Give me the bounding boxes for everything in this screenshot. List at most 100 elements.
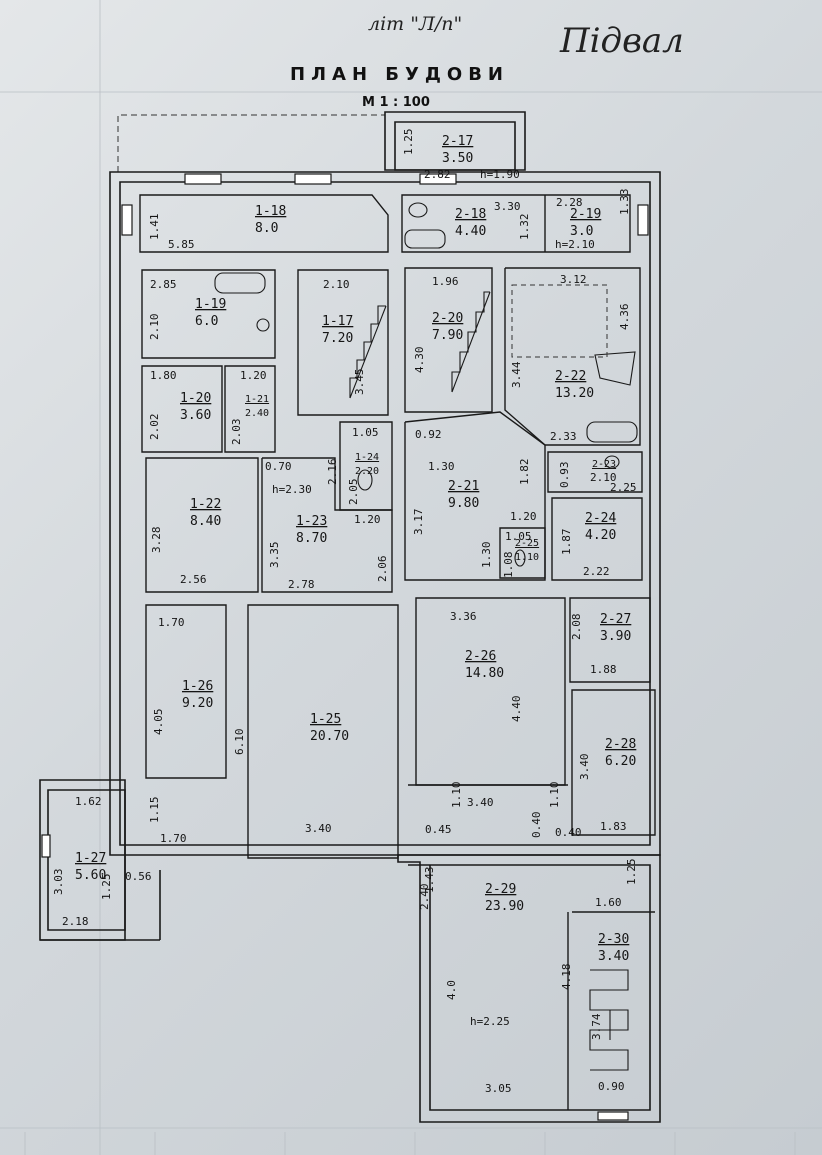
dimension-label: 1.32 xyxy=(518,214,531,241)
room-id: 2-28 xyxy=(605,737,636,752)
dimension-label: 3.45 xyxy=(353,369,366,396)
dashed-area-2-22 xyxy=(511,284,608,358)
dimension-label: 2.25 xyxy=(610,481,637,494)
dimension-label: 6.10 xyxy=(233,729,246,756)
dimension-label: 2.10 xyxy=(148,314,161,341)
dimension-label: 4.40 xyxy=(510,696,523,723)
dimension-label: 2.03 xyxy=(230,419,243,446)
dimension-label: 2.08 xyxy=(570,614,583,641)
dimension-label: 3.44 xyxy=(510,361,523,388)
room-id: 2-21 xyxy=(448,479,479,494)
dimension-label: 3.40 xyxy=(467,796,494,809)
room-area: 8.40 xyxy=(190,514,221,529)
room-label-1-27: 1-275.60 xyxy=(75,851,106,883)
room-area: 6.20 xyxy=(605,754,636,769)
room-label-1-22: 1-228.40 xyxy=(190,497,221,529)
dimension-label: 2.82 xyxy=(424,168,451,181)
room-area: 4.20 xyxy=(585,528,616,543)
dimension-label: h=1.90 xyxy=(480,168,520,181)
dimension-label: 4.0 xyxy=(445,980,458,1000)
room-area: 7.20 xyxy=(322,331,353,346)
room-id: 1-17 xyxy=(322,314,353,329)
dimension-label: 1.25 xyxy=(625,859,638,886)
room-id: 2-24 xyxy=(585,511,616,526)
dimension-label: 0.90 xyxy=(598,1080,625,1093)
plan-scale: М 1 : 100 xyxy=(362,95,430,110)
dimension-label: 1.08 xyxy=(502,552,515,579)
dimension-label: 3.17 xyxy=(412,509,425,536)
dimension-label: 0.56 xyxy=(125,870,152,883)
dimension-label: 1.62 xyxy=(75,795,102,808)
dimension-label: 2.06 xyxy=(376,556,389,583)
room-area: 3.40 xyxy=(598,949,629,964)
room-id: 2-20 xyxy=(432,311,463,326)
room-id: 1-27 xyxy=(75,851,106,866)
sanitary-fixtures xyxy=(214,202,638,567)
dimension-label: 4.18 xyxy=(560,964,573,991)
dimension-label: 3.36 xyxy=(450,610,477,623)
dimension-label: 3.40 xyxy=(305,822,332,835)
dimension-label: 3.30 xyxy=(494,200,521,213)
dimension-label: 1.82 xyxy=(518,459,531,486)
dimension-label: 1.10 xyxy=(548,782,561,809)
dimension-label: 3.05 xyxy=(485,1082,512,1095)
dimension-label: 1.96 xyxy=(432,275,459,288)
room-area: 14.80 xyxy=(465,666,504,681)
dimension-label: 1.83 xyxy=(600,820,627,833)
dimension-label: 0.93 xyxy=(558,462,571,489)
room-label-1-20: 1-203.60 xyxy=(180,391,211,423)
dimension-label: 1.15 xyxy=(148,797,161,824)
room-id: 2-27 xyxy=(600,612,631,627)
room-id: 1-26 xyxy=(182,679,213,694)
room-label-2-21: 2-219.80 xyxy=(448,479,479,511)
dimension-label: 1.41 xyxy=(148,214,161,241)
dimension-label: 2.16 xyxy=(326,459,339,486)
dimension-label: 1.25 xyxy=(100,874,113,901)
room-id: 2-25 xyxy=(515,538,539,549)
dimension-label: 1.20 xyxy=(354,513,381,526)
room-label-1-25: 1-25 20.70 xyxy=(310,712,349,744)
dimension-label: 1.70 xyxy=(158,616,185,629)
room-id: 2-18 xyxy=(455,207,486,222)
dashed-boundary xyxy=(117,114,385,172)
room-id: 2-29 xyxy=(485,882,516,897)
dimension-label: 2.40 xyxy=(418,884,431,911)
dimension-label: 4.36 xyxy=(618,304,631,331)
room-area: 2.20 xyxy=(355,466,379,477)
dimension-label: 2.18 xyxy=(62,915,89,928)
room-area: 9.20 xyxy=(182,696,213,711)
dimension-label: h=2.25 xyxy=(470,1015,510,1028)
staircases xyxy=(349,291,629,1071)
room-id: 2-17 xyxy=(442,134,473,149)
dimension-label: 2.85 xyxy=(150,278,177,291)
dimension-label: 2.28 xyxy=(556,196,583,209)
room-area: 20.70 xyxy=(310,729,349,744)
room-id: 1-25 xyxy=(310,712,341,727)
dimension-label: 1.80 xyxy=(150,369,177,382)
dimension-label: 2.56 xyxy=(180,573,207,586)
room-label-2-25: 2-251.10 xyxy=(515,538,539,563)
dimension-label: 3.28 xyxy=(150,527,163,554)
outer-walls xyxy=(39,111,661,1123)
room-id: 2-26 xyxy=(465,649,496,664)
room-area: 3.90 xyxy=(600,629,631,644)
room-id: 2-30 xyxy=(598,932,629,947)
room-id: 2-23 xyxy=(592,459,616,470)
dimension-label: 0.40 xyxy=(555,826,582,839)
dimension-label: 3.35 xyxy=(268,542,281,569)
dimension-label: 1.33 xyxy=(618,189,631,216)
room-id: 2-19 xyxy=(570,207,601,222)
room-label-2-28: 2-28 6.20 xyxy=(605,737,636,769)
dimension-label: 2.05 xyxy=(347,479,360,506)
room-area: 3.60 xyxy=(180,408,211,423)
dimension-label: 2.02 xyxy=(148,414,161,441)
dimension-label: 1.20 xyxy=(510,510,537,523)
room-label-2-19: 2-193.0 xyxy=(570,207,601,239)
dimension-label: 0.40 xyxy=(530,812,543,839)
